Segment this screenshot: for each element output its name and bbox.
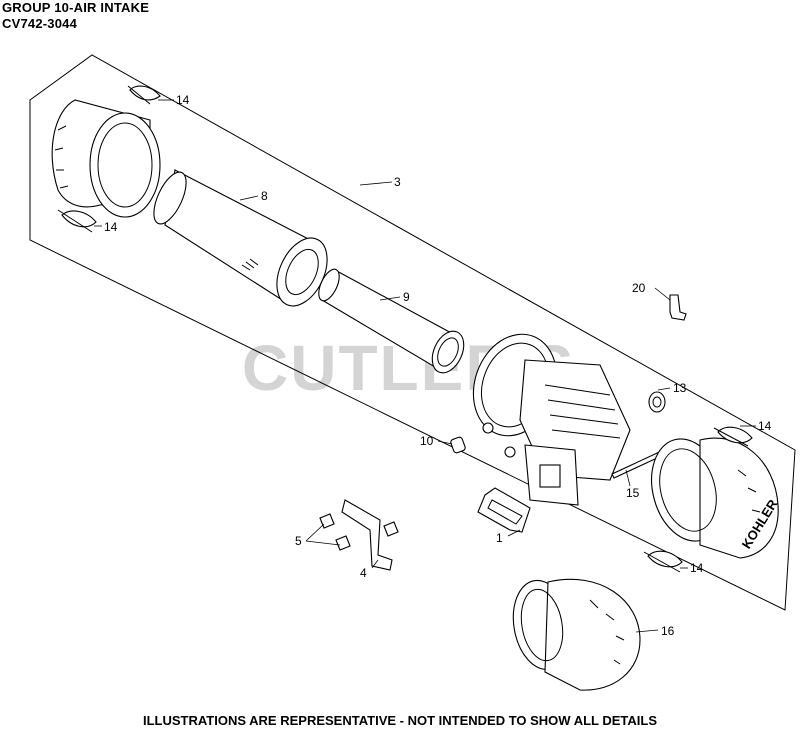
grommet <box>648 391 666 413</box>
callout-15: 15 <box>626 486 640 500</box>
clip-14-lower-right <box>643 550 683 573</box>
callout-16: 16 <box>661 624 675 638</box>
gasket <box>477 487 531 533</box>
callouts: 14 14 8 3 9 20 13 10 14 15 1 5 4 14 16 <box>104 93 772 638</box>
end-cover-left <box>51 99 161 218</box>
callout-14-lower-left: 14 <box>104 220 118 234</box>
clip-14-upper-left <box>127 85 161 105</box>
screws <box>319 513 399 551</box>
air-cleaner-housing <box>472 333 631 506</box>
disclaimer-footer: ILLUSTRATIONS ARE REPRESENTATIVE - NOT I… <box>143 713 657 728</box>
alternate-cover <box>512 578 641 691</box>
callout-14-upper-left: 14 <box>176 93 190 107</box>
inner-filter-element <box>318 268 465 374</box>
model-number: CV742-3044 <box>2 16 77 31</box>
callout-14-lower-right: 14 <box>690 561 704 575</box>
callout-4: 4 <box>360 566 367 580</box>
clip-14-lower-left <box>57 209 97 233</box>
callout-14-upper-right: 14 <box>758 419 772 433</box>
callout-10: 10 <box>420 434 434 448</box>
callout-13: 13 <box>673 381 687 395</box>
group-title: GROUP 10-AIR INTAKE <box>2 0 150 15</box>
leader-lines <box>94 99 756 633</box>
end-cover-right: KOHLER <box>651 437 781 559</box>
fitting <box>450 436 466 454</box>
assembly-frame <box>29 54 796 611</box>
callout-5: 5 <box>295 534 302 548</box>
clip-14-upper-right <box>713 426 753 447</box>
primary-filter-element <box>153 169 328 307</box>
callout-20: 20 <box>632 281 646 295</box>
callout-8: 8 <box>261 189 268 203</box>
callout-9: 9 <box>403 290 410 304</box>
retaining-clip <box>669 294 687 321</box>
callout-3: 3 <box>394 175 401 189</box>
callout-1: 1 <box>496 531 503 545</box>
mounting-bracket <box>341 499 393 571</box>
